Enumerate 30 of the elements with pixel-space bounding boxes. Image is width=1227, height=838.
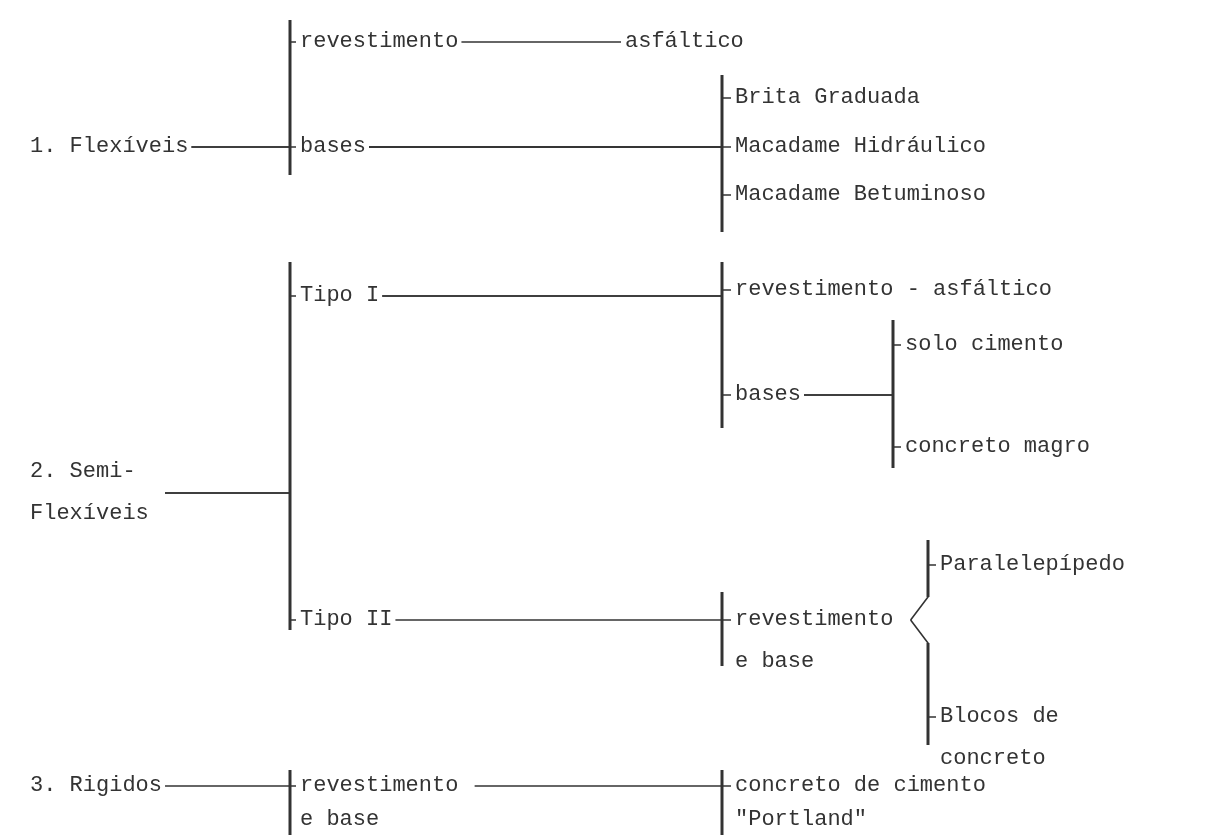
category-label: 1. Flexíveis [30, 126, 189, 168]
connector-line [394, 619, 732, 621]
connector-line [381, 295, 732, 396]
category-label: solo cimento [905, 324, 1064, 366]
connector-line [909, 619, 937, 718]
category-label: 3. Rigidos [30, 769, 163, 803]
connector-line [190, 146, 297, 148]
connector-line [473, 785, 732, 787]
category-label: concreto magro [905, 426, 1090, 468]
category-label: revestimento e base [735, 599, 907, 683]
category-label: Brita Graduada [735, 77, 920, 119]
category-label: revestimento - asfáltico [735, 269, 1052, 311]
category-label: 2. Semi- Flexíveis [30, 451, 162, 535]
category-label: Tipo I [300, 275, 380, 317]
category-label: Paralelepípedo [940, 544, 1125, 586]
category-label: bases [300, 126, 366, 168]
connector-line [909, 564, 937, 621]
category-label: asfáltico [625, 21, 744, 63]
category-label: Macadame Hidráulico [735, 126, 986, 168]
category-label: Tipo II [300, 599, 393, 641]
connector-line [368, 146, 732, 196]
connector-line [164, 785, 297, 787]
connector-line [164, 492, 297, 621]
category-label: Macadame Betuminoso [735, 174, 986, 216]
category-label: concreto de cimento "Portland" [735, 769, 1000, 837]
category-label: bases [735, 374, 801, 416]
connector-line [803, 394, 902, 448]
category-label: revestimento [300, 21, 459, 63]
connector-line [460, 41, 622, 43]
category-label: revestimento e base [300, 769, 472, 837]
